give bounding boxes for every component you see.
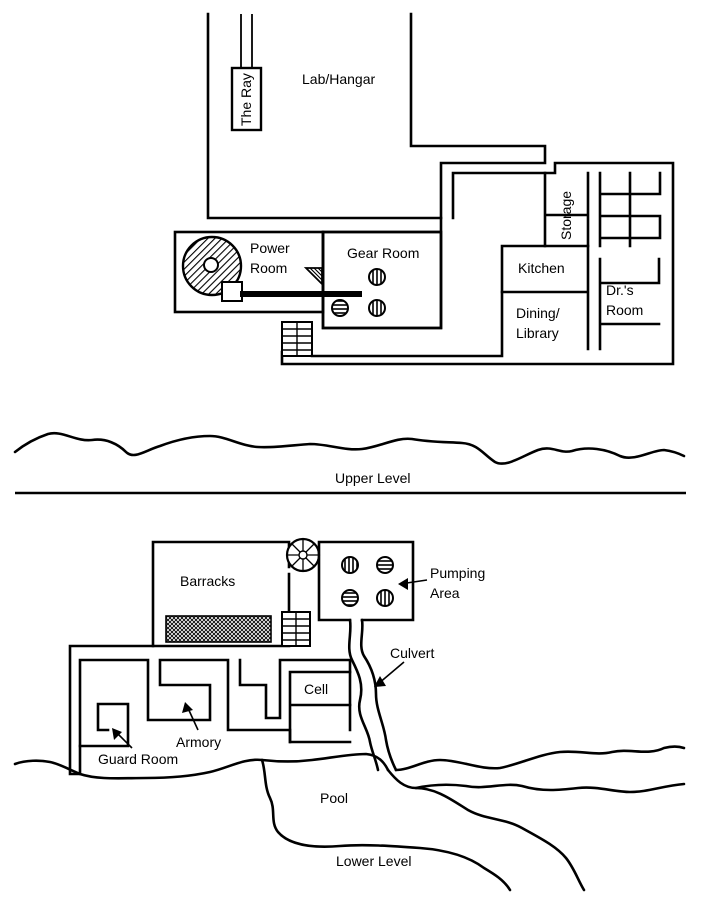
upper-ground-contour — [13, 431, 686, 465]
power-room-label-line1: Power — [250, 240, 290, 256]
kitchen-dining-walls — [500, 244, 590, 351]
lower-ground-contour — [13, 752, 390, 780]
vertical-striped-gear-icon — [368, 268, 386, 286]
river-upper-bank — [394, 745, 686, 772]
quarters-grid-walls — [598, 171, 662, 351]
horizontal-striped-gear-icon — [341, 589, 359, 607]
pumping-area-label-line2: Area — [430, 585, 460, 601]
lab-hangar-walls — [206, 12, 547, 220]
upper-level: The Ray Lab/Hangar Power Room Gear Room — [13, 12, 686, 486]
guard-room-walls — [78, 702, 130, 748]
upper-level-label: Upper Level — [335, 470, 411, 486]
spiral-stair-icon — [285, 537, 321, 573]
vertical-striped-gear-icon — [341, 556, 359, 574]
culvert-right-bank — [359, 618, 398, 772]
dining-library-label-line2: Library — [516, 325, 559, 341]
power-room-label-line2: Room — [250, 260, 287, 276]
kitchen-label: Kitchen — [518, 260, 565, 276]
hatched-generator-icon — [181, 235, 243, 297]
horizontal-striped-gear-icon — [331, 299, 349, 317]
staircase-icon — [281, 611, 311, 647]
cell-walls — [288, 670, 352, 744]
vertical-striped-gear-icon — [368, 299, 386, 317]
gear-room-label: Gear Room — [347, 245, 419, 261]
gear-room-lower-corridor — [310, 244, 547, 358]
crosshatch-bunks-icon — [165, 615, 272, 643]
the-ray: The Ray — [230, 14, 263, 132]
the-ray-label: The Ray — [238, 73, 254, 126]
pool-label: Pool — [320, 790, 348, 806]
river-lower-bank — [414, 782, 686, 794]
pumping-area-label-line1: Pumping — [430, 565, 485, 581]
drs-room-label-line2: Room — [606, 302, 643, 318]
cell-label: Cell — [304, 681, 328, 697]
lower-outer-walls — [68, 644, 352, 776]
pool-left-bank — [260, 758, 512, 892]
culvert-label: Culvert — [390, 645, 434, 661]
arrow-icon — [112, 728, 133, 749]
lower-level: Barracks Pumping Area — [13, 537, 686, 892]
armory-label: Armory — [176, 734, 221, 750]
pool-right-bank — [386, 768, 586, 892]
corridor-walls — [280, 161, 675, 366]
lab-hangar-label: Lab/Hangar — [302, 71, 376, 87]
pumping-area-walls — [317, 540, 415, 622]
arrow-icon — [182, 702, 199, 731]
staircase-icon — [281, 321, 313, 357]
storage-label: Storage — [558, 191, 574, 240]
vertical-striped-gear-icon — [376, 589, 394, 607]
lower-level-label: Lower Level — [336, 853, 412, 869]
drs-room-label-line1: Dr.'s — [606, 282, 634, 298]
generator-coupling-box — [221, 281, 243, 302]
barracks-label: Barracks — [180, 573, 235, 589]
horizontal-striped-gear-icon — [376, 556, 394, 574]
dining-library-label-line1: Dining/ — [516, 305, 560, 321]
arrow-icon — [398, 578, 428, 590]
guard-room-label: Guard Room — [98, 751, 178, 767]
storage-walls — [543, 171, 590, 248]
gear-room-box — [321, 230, 443, 330]
arrow-icon — [374, 661, 405, 687]
spiral-stair-icon — [303, 267, 323, 287]
culvert-left-bank — [347, 618, 380, 772]
ray-box — [230, 66, 263, 132]
drive-shaft — [240, 291, 362, 297]
